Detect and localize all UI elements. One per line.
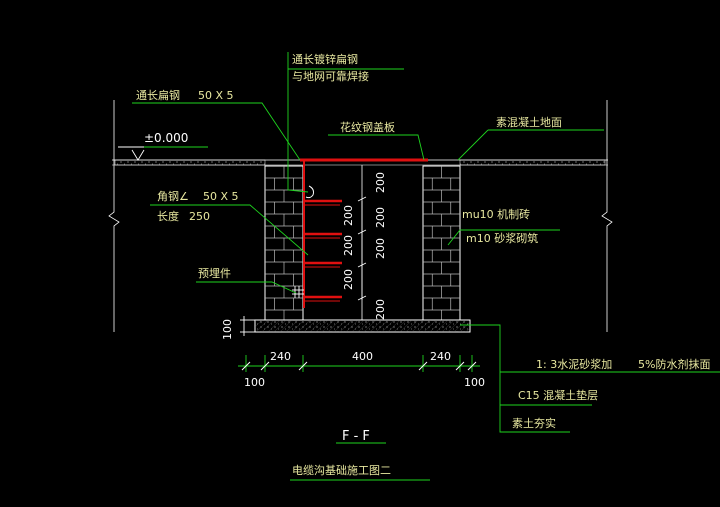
dim-cushion-thickness: 100 bbox=[221, 319, 234, 340]
label-elevation: ±0.000 bbox=[144, 131, 188, 145]
section-name: F - F bbox=[342, 429, 370, 444]
dim-right-3: 200 bbox=[374, 207, 387, 228]
label-concrete-ground: 素混凝土地面 bbox=[496, 115, 562, 129]
dim-right-2: 200 bbox=[374, 238, 387, 259]
left-brick-wall bbox=[264, 165, 304, 321]
embedded-anchors bbox=[292, 286, 304, 298]
angle-brackets bbox=[304, 199, 342, 302]
dim-offset-right: 100 bbox=[464, 376, 485, 389]
cushion-dim bbox=[240, 316, 255, 336]
cushion-edge bbox=[255, 320, 470, 332]
horizontal-dimension-chain bbox=[238, 355, 480, 372]
label-concrete-cushion: C15 混凝土垫层 bbox=[518, 388, 598, 402]
label-flat-steel-long: 通长扁钢 bbox=[136, 89, 180, 102]
weld-hook bbox=[305, 185, 314, 199]
label-brick: mu10 机制砖 bbox=[462, 207, 530, 221]
drawing-title: 电缆沟基础施工图二 bbox=[292, 464, 391, 477]
label-weld-ground: 与地网可靠焊接 bbox=[292, 69, 369, 83]
dim-bottom-left-wall: 240 bbox=[270, 350, 291, 363]
label-mortar: m10 砂浆砌筑 bbox=[466, 231, 538, 245]
label-mortar-coat-b: 5%防水剂抹面 bbox=[638, 357, 710, 371]
dim-left-3: 200 bbox=[342, 269, 355, 290]
label-rammed-soil: 素土夯实 bbox=[512, 416, 556, 430]
label-angle-steel: 角钢∠ bbox=[157, 190, 189, 203]
dim-left-2: 200 bbox=[342, 235, 355, 256]
dim-offset-left: 100 bbox=[244, 376, 265, 389]
label-checker-plate: 花纹钢盖板 bbox=[340, 120, 395, 134]
label-length-value: 250 bbox=[189, 210, 210, 223]
dim-bottom-center: 400 bbox=[352, 350, 373, 363]
label-embedded-part: 预埋件 bbox=[198, 267, 231, 280]
label-flat-steel-size: 50 X 5 bbox=[198, 89, 234, 102]
label-angle-size: 50 X 5 bbox=[203, 190, 239, 203]
elevation-marker bbox=[118, 146, 145, 161]
dim-right-1: 200 bbox=[374, 172, 387, 193]
leader-lines bbox=[118, 52, 720, 481]
label-galv-flat-steel: 通长镀锌扁钢 bbox=[292, 52, 358, 66]
label-mortar-coat-a: 1: 3水泥砂浆加 bbox=[536, 357, 612, 371]
dim-right-4: 200 bbox=[374, 299, 387, 320]
right-brick-wall bbox=[422, 165, 461, 321]
dim-left-1: 200 bbox=[342, 205, 355, 226]
dim-bottom-right-wall: 240 bbox=[430, 350, 451, 363]
break-lines bbox=[108, 100, 613, 332]
label-length: 长度 bbox=[157, 209, 179, 223]
dimension-ticks bbox=[241, 361, 477, 371]
